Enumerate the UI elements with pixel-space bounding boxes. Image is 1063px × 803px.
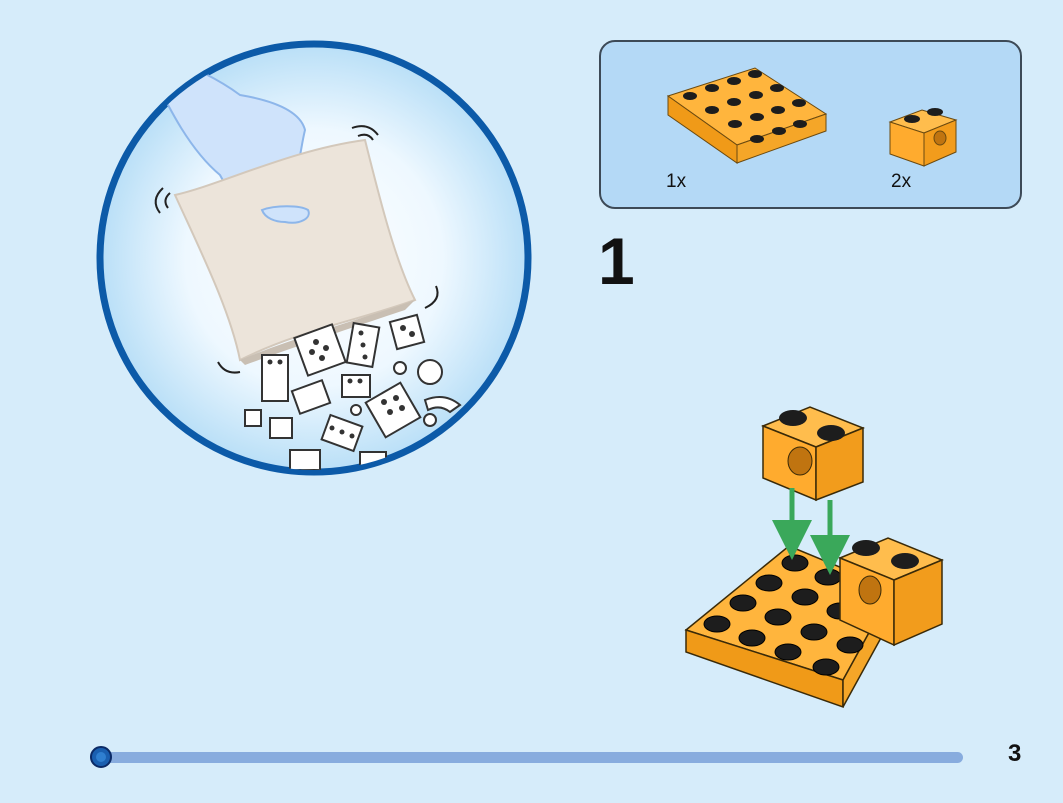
step-number: 1 bbox=[598, 224, 635, 298]
progress-bar[interactable] bbox=[101, 752, 963, 763]
progress-knob[interactable] bbox=[90, 746, 112, 768]
assembly-step-1-icon bbox=[684, 406, 944, 709]
page-number: 3 bbox=[1008, 740, 1022, 767]
hand-shaking-bag-of-bricks-icon bbox=[96, 40, 532, 476]
parts-qty-technic-brick: 2x bbox=[891, 171, 912, 192]
parts-qty-plate: 1x bbox=[666, 171, 687, 192]
technic-brick-1x2-icon bbox=[888, 108, 958, 167]
plate-4x4-icon bbox=[666, 67, 828, 164]
